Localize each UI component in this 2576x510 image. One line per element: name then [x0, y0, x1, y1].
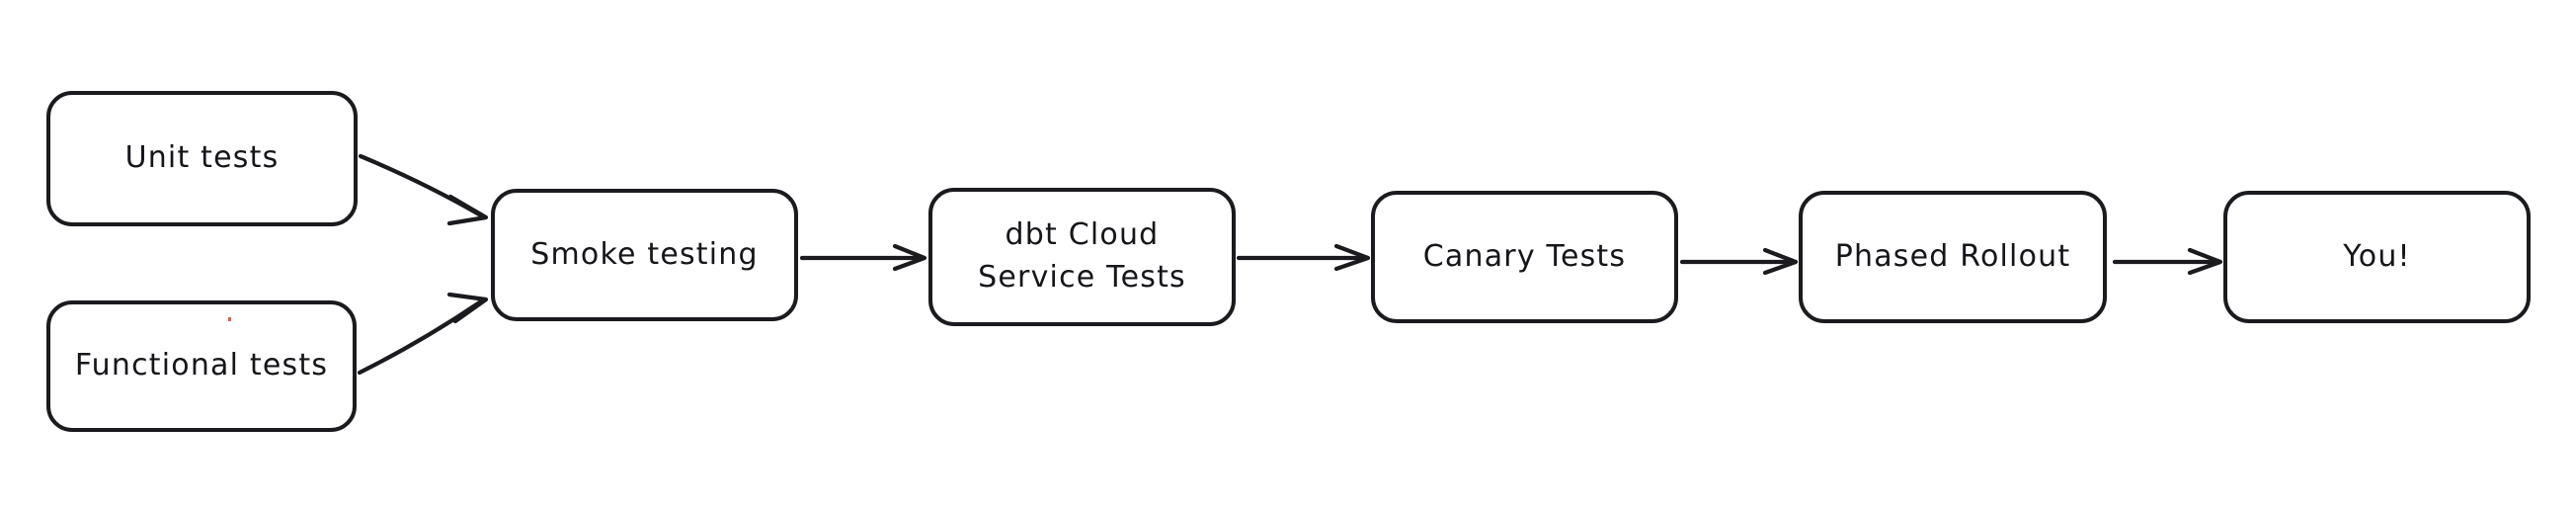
node-label-phased-rollout: Phased Rollout — [1834, 238, 2071, 274]
node-smoke-testing[interactable]: Smoke testing — [491, 189, 798, 321]
node-canary-tests[interactable]: Canary Tests — [1371, 191, 1678, 323]
node-phased-rollout[interactable]: Phased Rollout — [1799, 191, 2107, 323]
node-functional-tests[interactable]: Functional tests — [46, 300, 357, 432]
node-dbt-cloud-service-tests[interactable]: dbt Cloud Service Tests — [928, 188, 1236, 326]
node-you[interactable]: You! — [2223, 191, 2531, 323]
node-unit-tests[interactable]: Unit tests — [46, 91, 358, 226]
edge-canary-tests-to-phased-rollout — [1679, 247, 1799, 276]
edge-dbt-cloud-service-tests-to-canary-tests — [1236, 243, 1371, 272]
node-label-dbt-cloud-service-tests: dbt Cloud Service Tests — [978, 217, 1186, 295]
node-label-unit-tests: Unit tests — [124, 140, 280, 176]
edge-phased-rollout-to-you — [2112, 247, 2223, 276]
edge-functional-tests-to-smoke-testing — [357, 292, 489, 376]
node-label-canary-tests: Canary Tests — [1422, 238, 1627, 274]
node-label-smoke-testing: Smoke testing — [530, 236, 759, 272]
edge-unit-tests-to-smoke-testing — [358, 153, 489, 226]
stray-speck-mark — [228, 317, 231, 321]
node-label-functional-tests: Functional tests — [74, 348, 329, 383]
edge-smoke-testing-to-dbt-cloud-service-tests — [799, 243, 927, 272]
node-label-you: You! — [2343, 238, 2411, 274]
